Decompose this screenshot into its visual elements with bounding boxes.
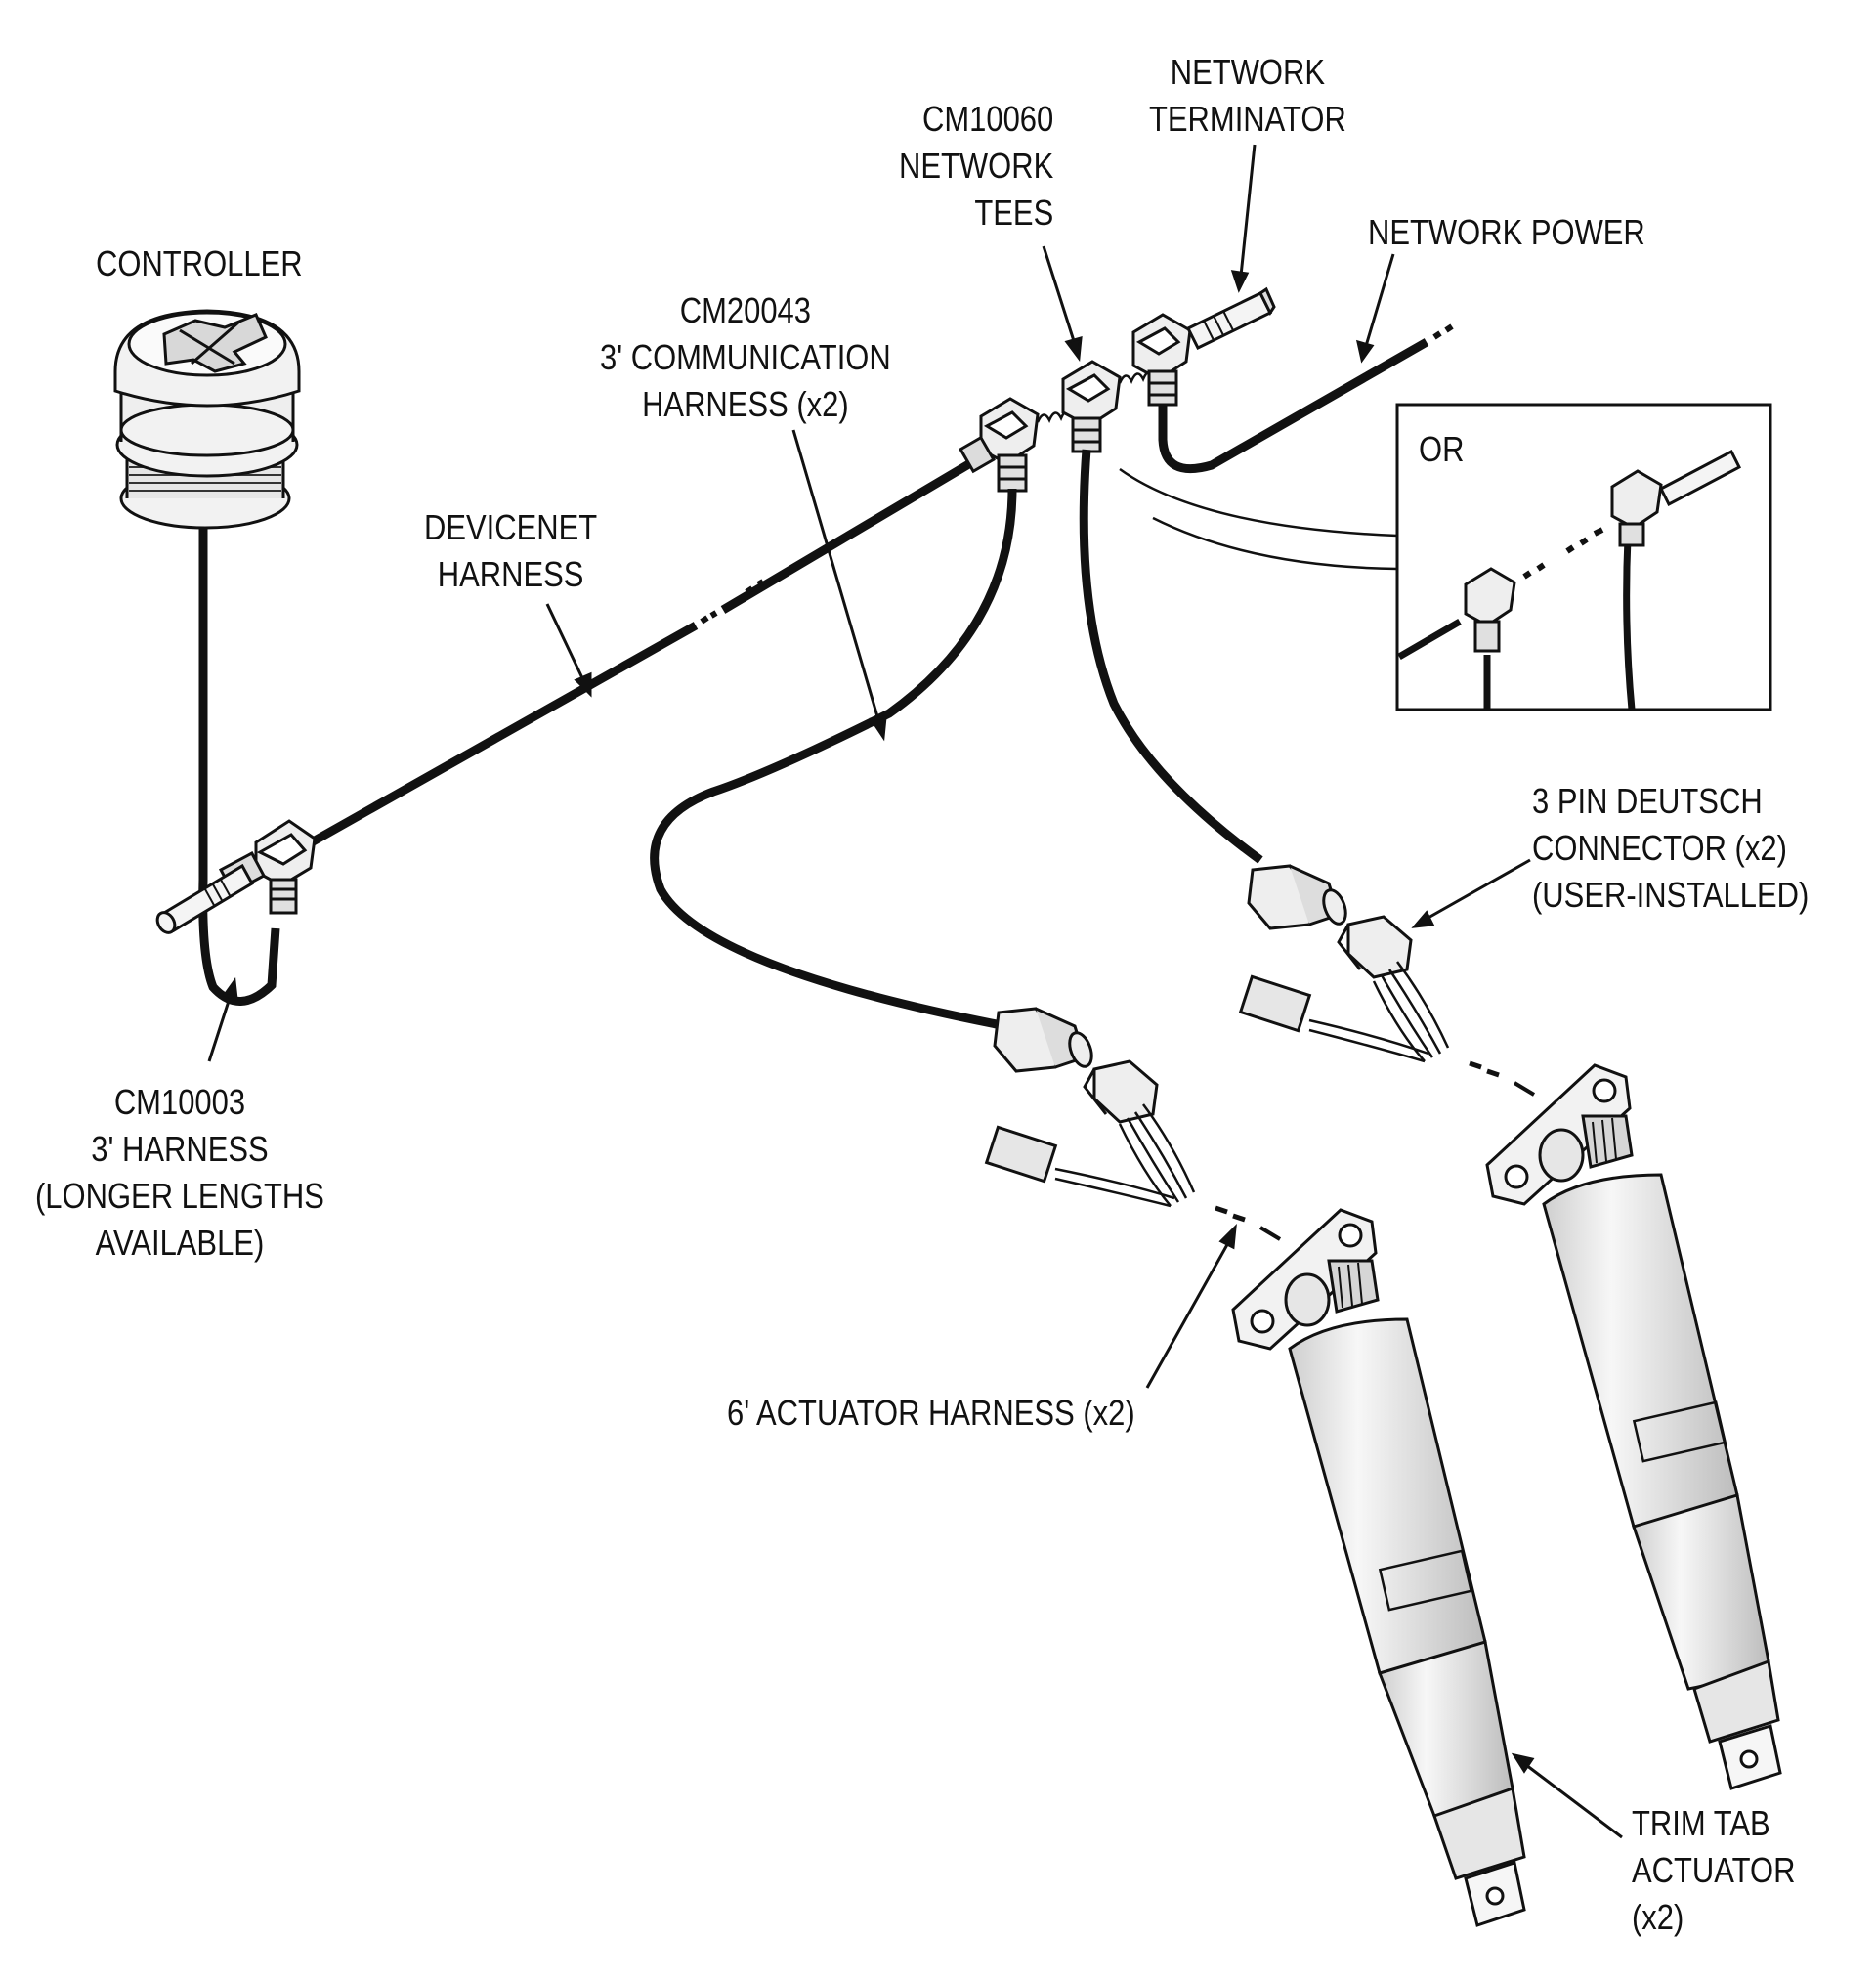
network-tees-icon: [959, 313, 1192, 493]
network-power-label: NETWORK POWER: [1368, 209, 1645, 256]
cm10003-label-line: 3' HARNESS: [91, 1129, 269, 1169]
cm10003-label-line: AVAILABLE): [95, 1223, 265, 1263]
network-terminator-icon: [1185, 286, 1276, 350]
communication-harness-left: [650, 488, 1017, 1031]
cm10003-label-line: (LONGER LENGTHS: [35, 1176, 324, 1216]
cm10003-terminator-icon: [155, 863, 255, 934]
devicenet-harness: [298, 455, 980, 852]
controller-icon: [113, 309, 301, 530]
deutsch-connector-label-line: (USER-INSTALLED): [1532, 875, 1810, 915]
devicenet-harness-label-line: DEVICENET: [424, 507, 598, 547]
actuator-harness-label-line: 6' ACTUATOR HARNESS (x2): [727, 1393, 1135, 1433]
cm10003-label-line: CM10003: [113, 1082, 246, 1122]
actuator-plug-left-icon: [984, 1125, 1058, 1184]
trim-tab-actuator-left-icon: [1231, 1208, 1526, 1927]
trim-tab-actuator-right-icon: [1485, 1063, 1782, 1790]
network-terminator-label: NETWORK TERMINATOR: [1149, 49, 1346, 143]
deutsch-connector-label-line: CONNECTOR (x2): [1532, 828, 1787, 868]
cm20043-label: CM20043 3' COMMUNICATION HARNESS (x2): [600, 287, 891, 428]
controller-cable: [198, 528, 280, 1006]
communication-harness-right: [1079, 449, 1263, 864]
controller-label: CONTROLLER: [96, 240, 303, 287]
trim-tab-actuator-label: TRIM TAB ACTUATOR (x2): [1632, 1800, 1795, 1941]
controller-label-line: CONTROLLER: [96, 243, 303, 283]
or-inset-box: [1119, 403, 1772, 711]
network-terminator-label-line: NETWORK: [1170, 52, 1326, 92]
network-terminator-label-line: TERMINATOR: [1149, 99, 1346, 139]
cm10003-tee-icon: [218, 819, 317, 915]
trim-tab-actuator-label-line: ACTUATOR: [1632, 1850, 1796, 1890]
cm20043-label-line: 3' COMMUNICATION: [600, 337, 891, 377]
deutsch-connector-left-icon: [993, 1007, 1159, 1124]
cm10060-label-line: CM10060: [921, 99, 1054, 139]
cm10060-label-line: NETWORK: [899, 146, 1054, 186]
deutsch-connector-label-line: 3 PIN DEUTSCH: [1532, 781, 1763, 821]
or-label: OR: [1419, 426, 1464, 473]
cm10003-label: CM10003 3' HARNESS (LONGER LENGTHS AVAIL…: [35, 1079, 324, 1267]
network-power-label-line: NETWORK POWER: [1368, 212, 1645, 252]
actuator-plug-right-icon: [1238, 974, 1312, 1033]
cm10060-label: CM10060 NETWORK TEES: [899, 96, 1053, 237]
network-power-cable: [1158, 338, 1429, 474]
cm10060-label-line: TEES: [974, 193, 1054, 233]
deutsch-connector-label: 3 PIN DEUTSCH CONNECTOR (x2) (USER-INSTA…: [1532, 778, 1809, 919]
or-label-line: OR: [1419, 429, 1465, 469]
devicenet-harness-label-line: HARNESS: [437, 554, 584, 594]
cm20043-label-line: CM20043: [679, 290, 811, 330]
leader-lines: [207, 144, 1623, 1839]
trim-tab-actuator-label-line: TRIM TAB: [1632, 1803, 1770, 1843]
cm20043-label-line: HARNESS (x2): [642, 384, 849, 424]
devicenet-harness-label: DEVICENET HARNESS: [424, 504, 597, 598]
trim-tab-actuator-label-line: (x2): [1632, 1897, 1684, 1937]
actuator-harness-left: [1054, 1103, 1196, 1208]
deutsch-connector-right-icon: [1247, 864, 1413, 979]
actuator-harness-label: 6' ACTUATOR HARNESS (x2): [727, 1390, 1135, 1437]
actuator-harness-right: [1308, 961, 1450, 1063]
